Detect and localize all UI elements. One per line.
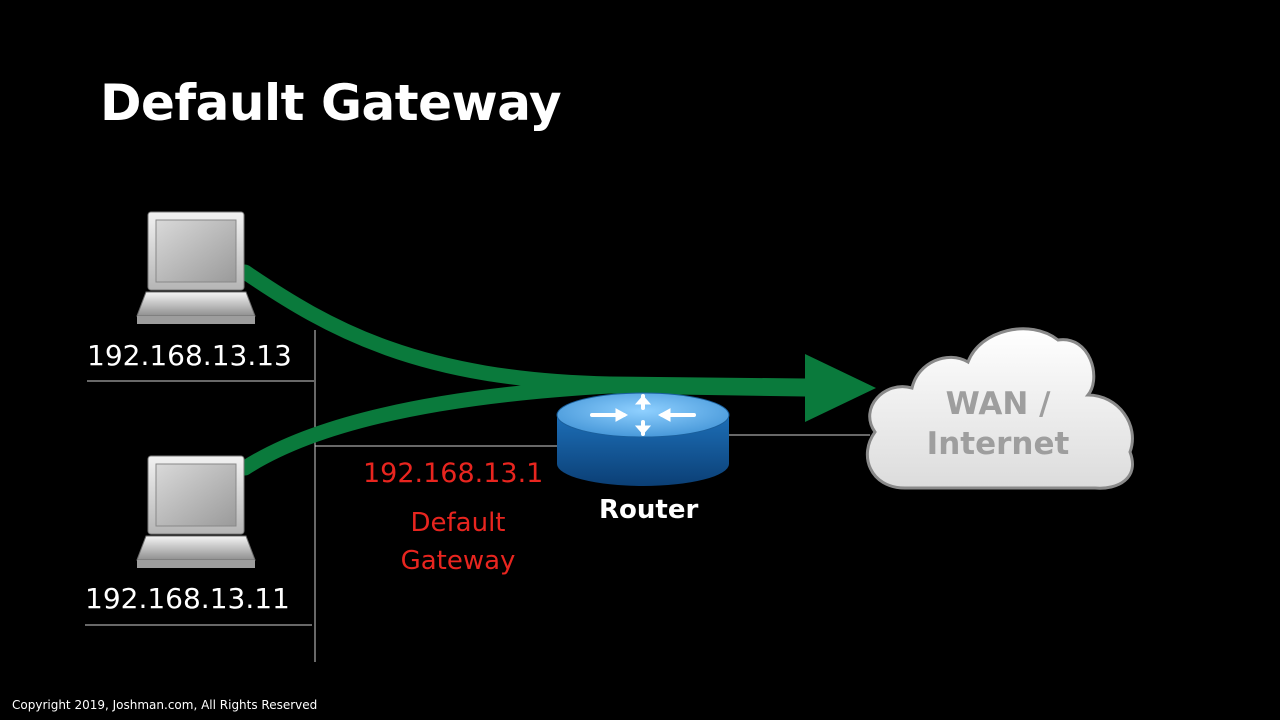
laptop-icon [136,211,256,324]
page-title: Default Gateway [100,74,562,132]
traffic-flow-arrows [237,264,876,476]
gateway-label: Default Gateway [378,504,538,580]
cloud-label-line-2: Internet [926,426,1070,462]
router-label: Router [599,495,699,525]
lan-wiring [85,330,870,662]
gateway-ip: 192.168.13.1 [363,458,544,489]
arrow-icon [805,354,876,422]
flow-path-host-1 [237,264,813,394]
laptop-icon [136,455,256,568]
gateway-label-line-2: Gateway [400,546,516,576]
cloud-label-line-1: WAN / [945,386,1051,422]
copyright-notice: Copyright 2019, Joshman.com, All Rights … [12,698,318,712]
gateway-label-line-1: Default [410,508,506,538]
host-2-ip: 192.168.13.11 [85,582,290,615]
flow-path-host-2 [237,378,813,476]
router-icon [556,392,730,486]
cloud-label: WAN / Internet [898,384,1098,464]
host-1-ip: 192.168.13.13 [87,339,292,372]
cloud-icon [865,327,1134,490]
